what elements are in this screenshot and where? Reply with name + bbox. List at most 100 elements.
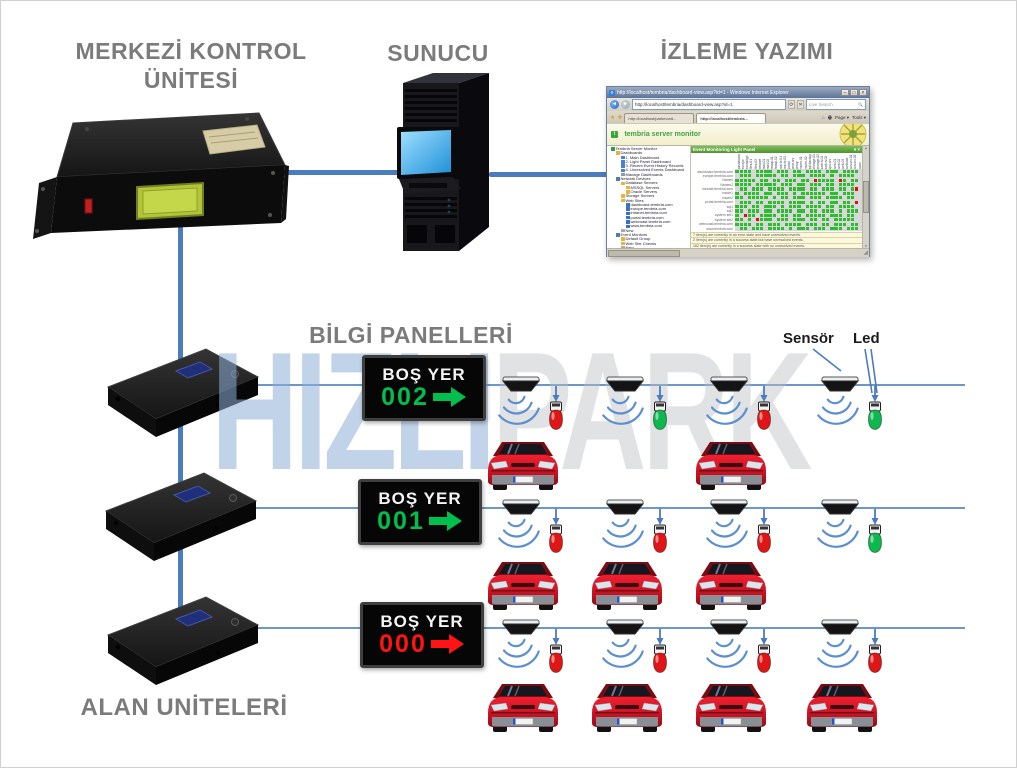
status-cell-ok xyxy=(784,174,789,178)
tree-item[interactable]: Database Servers xyxy=(609,181,690,185)
car-icon xyxy=(485,559,561,611)
scroll-down-icon[interactable]: ▼ xyxy=(864,244,868,248)
address-field[interactable]: http://localhost/tembria/dashboard-view.… xyxy=(632,99,786,110)
status-cell-ok xyxy=(797,222,801,226)
status-cell-empty xyxy=(834,209,837,212)
status-cell-ok xyxy=(756,200,760,204)
tree-item[interactable]: Web Site Checks xyxy=(609,242,690,246)
tree-item[interactable]: Oracle Servers xyxy=(609,190,690,194)
status-cell-ok xyxy=(780,213,785,217)
status-cell-empty xyxy=(822,196,825,199)
tree-item[interactable]: 4. Unresolved Events Dashboard xyxy=(609,168,690,172)
status-cell-ok xyxy=(834,200,838,204)
led-indicator-green-icon xyxy=(865,524,885,554)
grid-column-label: mssql-02 xyxy=(774,156,779,170)
tree-item[interactable]: europe.tembria.com xyxy=(609,207,690,211)
tree-item[interactable]: portal.tembria.com xyxy=(609,216,690,220)
tree-item[interactable]: Manage Dashboards xyxy=(609,173,690,177)
status-cell-ok xyxy=(805,169,809,174)
status-cell-empty xyxy=(785,187,788,190)
status-cell-ok xyxy=(793,213,797,217)
status-cell-ok xyxy=(760,196,764,200)
tree-item[interactable]: Web Sites xyxy=(609,199,690,203)
status-cell-empty xyxy=(843,209,846,212)
status-cell-ok xyxy=(830,200,834,204)
print-icon[interactable]: 🖶 xyxy=(827,115,832,120)
add-favorite-icon[interactable]: ✚ xyxy=(617,115,623,121)
status-cell-ok xyxy=(809,209,813,213)
status-cell-empty xyxy=(806,196,809,199)
search-box[interactable]: Live Search🔍 xyxy=(806,99,866,110)
status-cell-ok xyxy=(855,209,859,213)
vertical-scrollbar[interactable]: ▲▼ xyxy=(862,146,869,248)
tree-item[interactable]: Tembria Server Monitor xyxy=(609,147,690,151)
browser-tab-1[interactable]: http://localhost/parkmonit... xyxy=(624,113,695,123)
folder-icon xyxy=(616,151,620,155)
status-cell-ok xyxy=(743,222,747,226)
refresh-button[interactable]: ⟳ xyxy=(788,100,795,109)
info-panels-label: BİLGİ PANELLERİ xyxy=(309,322,513,348)
status-cell-ok xyxy=(760,226,764,231)
status-cell-empty xyxy=(818,223,821,226)
tree-item[interactable]: intranet.tembria.com xyxy=(609,211,690,215)
tree-item[interactable]: MSSQL Servers xyxy=(609,186,690,190)
browser-title-bar[interactable]: e http://localhost/tembria/dashboard-vie… xyxy=(607,87,869,98)
status-cell-ok xyxy=(855,222,859,226)
folder-icon xyxy=(621,194,625,198)
tree-item[interactable]: www.tembria.com xyxy=(609,224,690,228)
status-cell-ok xyxy=(776,178,780,182)
status-cell-ok xyxy=(822,218,826,222)
status-cell-ok xyxy=(751,213,756,217)
status-cell-error xyxy=(813,178,818,182)
status-cell-ok xyxy=(846,174,851,178)
back-button[interactable]: ◄ xyxy=(610,100,619,109)
tree-item[interactable]: 2. Light Panel Dashboard xyxy=(609,160,690,164)
tree-item[interactable]: 1. Main Dashboard xyxy=(609,156,690,160)
status-cell-ok xyxy=(801,209,805,213)
panel-controls-icon[interactable]: ▾ × xyxy=(853,147,860,152)
minimize-button[interactable]: – xyxy=(841,89,849,96)
horizontal-scrollbar[interactable]: ◢ xyxy=(607,248,869,257)
callout-lines xyxy=(812,348,878,394)
sensor-callout-label: Sensör xyxy=(783,330,834,347)
status-cell-ok xyxy=(855,169,859,174)
status-cell-ok xyxy=(830,209,834,213)
close-button[interactable]: × xyxy=(859,89,867,96)
status-cell-ok xyxy=(826,187,830,191)
toolbar-page-menu[interactable]: Page ▾ xyxy=(834,115,849,120)
status-cell-empty xyxy=(744,196,747,199)
favorites-star-icon[interactable]: ★ xyxy=(610,115,616,121)
tree-item[interactable]: dashboard.tembria.com xyxy=(609,203,690,207)
status-cell-empty xyxy=(843,196,846,199)
status-cell-ok xyxy=(842,169,846,174)
tree-item[interactable]: Dashboards xyxy=(609,151,690,155)
status-cell-ok xyxy=(735,196,739,200)
tree-item[interactable]: 3. Recent Event History Records xyxy=(609,164,690,168)
home-icon[interactable]: ⌂ xyxy=(821,115,825,120)
stop-button[interactable]: ✕ xyxy=(797,100,804,109)
tree-item[interactable]: Network Devices xyxy=(609,177,690,181)
scroll-thumb[interactable] xyxy=(608,249,680,257)
status-cell-empty xyxy=(768,196,771,199)
tree-item[interactable]: Default Group xyxy=(609,237,690,241)
tree-item[interactable]: New xyxy=(609,246,690,248)
tree-item[interactable]: Event Monitors xyxy=(609,233,690,237)
status-cell-empty xyxy=(851,201,854,204)
browser-tab-2[interactable]: http://localhost/tembria... xyxy=(696,113,767,123)
status-cell-ok xyxy=(850,196,855,200)
tree-item[interactable]: New xyxy=(609,229,690,233)
central-label-line1: MERKEZİ KONTROL xyxy=(75,38,307,64)
maximize-button[interactable]: □ xyxy=(850,89,858,96)
forward-button[interactable]: ► xyxy=(621,100,630,109)
tree-item[interactable]: webcoast.tembria.com xyxy=(609,220,690,224)
status-cell-ok xyxy=(784,191,789,196)
scroll-up-icon[interactable]: ▲ xyxy=(864,146,868,150)
tree-item[interactable]: Storage Servers xyxy=(609,194,690,198)
status-cell-empty xyxy=(789,196,792,199)
status-cell-ok xyxy=(846,183,851,187)
resize-grip[interactable]: ◢ xyxy=(863,249,868,256)
toolbar-tools-menu[interactable]: Tools ▾ xyxy=(851,115,866,120)
scroll-thumb[interactable] xyxy=(863,181,869,213)
